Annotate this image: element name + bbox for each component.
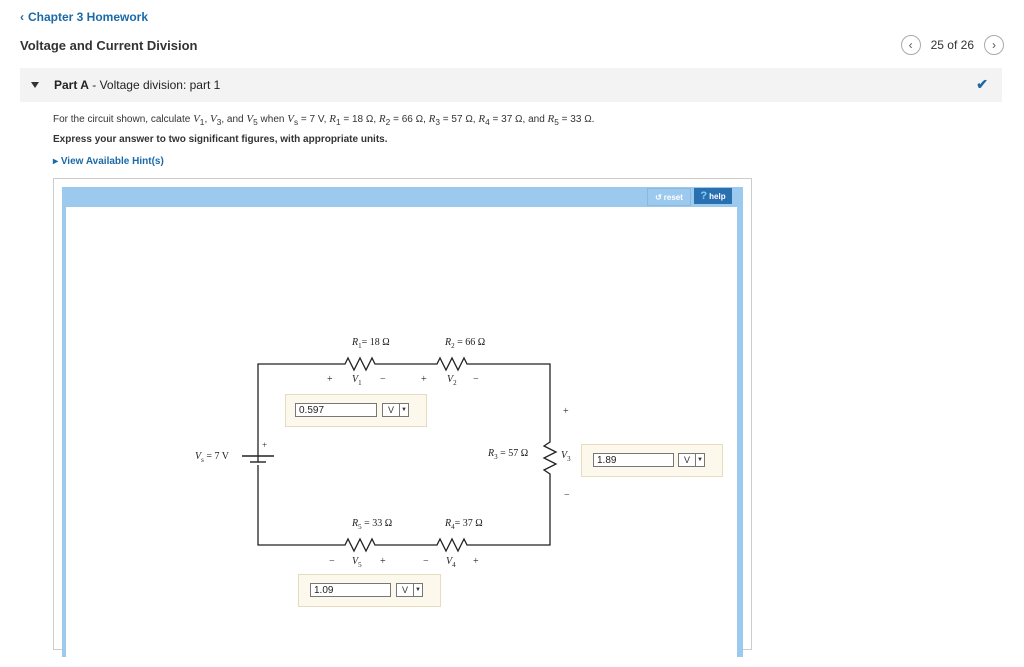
v1-minus: − [380,374,386,385]
v1-answer-input[interactable] [295,403,377,417]
answer-box-v3: V▼ [581,444,723,477]
chevron-left-icon: ‹ [20,10,24,24]
r5-label: R5 = 33 Ω [352,518,393,531]
caret-right-icon: ▸ [53,156,61,167]
r1-label: R1= 18 Ω [352,337,390,350]
answer-box-v5: V▼ [298,574,441,607]
v3-minus: − [564,490,570,501]
r4-label: R4= 37 Ω [445,518,483,531]
reset-icon: ↺ [655,192,662,202]
r3-label: R3 = 57 Ω [488,448,529,461]
v2-plus: + [421,374,427,385]
instruction-text: Express your answer to two significant f… [53,134,388,145]
wire-top-right [472,363,551,438]
pager: ‹ 25 of 26 › [900,35,1004,55]
circuit-diagram [242,356,558,553]
reset-button[interactable]: ↺reset [647,188,691,206]
help-icon: ? [700,190,708,202]
v3-label: V3 [561,450,571,463]
back-link-label: Chapter 3 Homework [28,10,149,24]
v5-unit-select[interactable]: V▼ [396,583,423,597]
assignment-title: Voltage and Current Division [20,38,198,53]
chevron-right-icon: › [992,38,996,52]
wire-bottom-left [257,465,340,546]
v5-plus: + [380,556,386,567]
dropdown-arrow-icon: ▼ [413,584,422,596]
help-button[interactable]: ?help [694,188,732,204]
pager-text: 25 of 26 [930,38,974,52]
view-hints-link[interactable]: ▸ View Available Hint(s) [53,156,164,167]
v2-label: V2 [447,374,457,387]
v3-plus: + [563,406,569,417]
v3-answer-input[interactable] [593,453,674,467]
resistor-r1 [340,356,380,372]
question-text: For the circuit shown, calculate V1, V3,… [53,113,595,127]
wire-top [257,363,340,462]
collapse-triangle-icon[interactable] [31,82,39,88]
answer-box-v1: V▼ [285,394,427,427]
v4-minus: − [423,556,429,567]
resistor-r4 [432,537,472,553]
v5-answer-input[interactable] [310,583,391,597]
dropdown-arrow-icon: ▼ [399,404,408,416]
chevron-left-icon: ‹ [908,38,913,52]
part-title: Part A - Voltage division: part 1 [54,78,221,92]
checkmark-icon: ✔ [976,76,988,92]
back-to-chapter-link[interactable]: ‹ Chapter 3 Homework [20,10,148,24]
v5-minus: − [329,556,335,567]
vs-label: Vs = 7 V [195,451,230,464]
v3-unit-select[interactable]: V▼ [678,453,705,467]
prev-item-button[interactable]: ‹ [900,35,921,55]
wire-right-bottom [472,478,551,546]
resistor-r2 [432,356,472,372]
v2-minus: − [473,374,479,385]
v1-unit-select[interactable]: V▼ [382,403,409,417]
next-item-button[interactable]: › [984,35,1004,55]
resistor-r3 [542,438,558,478]
resistor-r5 [340,537,380,553]
part-header[interactable]: Part A - Voltage division: part 1 ✔ [20,68,1002,102]
v5-label: V5 [352,556,362,569]
v1-plus: + [327,374,333,385]
v4-label: V4 [446,556,456,569]
battery-plus: + [262,440,268,450]
v4-plus: + [473,556,479,567]
v1-label: V1 [352,374,362,387]
r2-label: R2 = 66 Ω [445,337,486,350]
dropdown-arrow-icon: ▼ [695,454,704,466]
